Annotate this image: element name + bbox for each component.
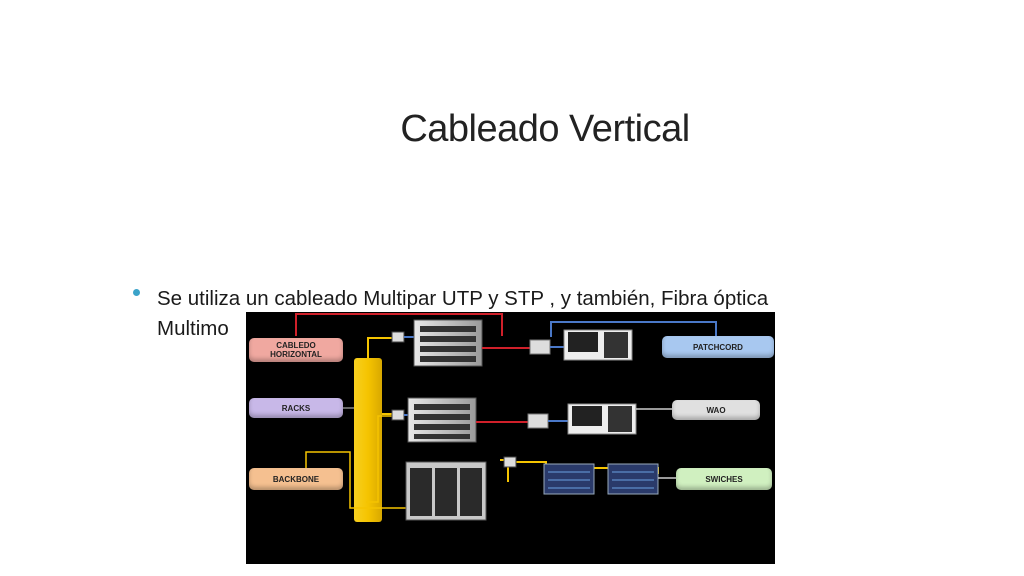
switch-1 [543,463,595,495]
red-cable-top [295,313,503,336]
slide-title: Cableado Vertical [400,108,690,150]
bullet-line-1: Se utiliza un cableado Multipar UTP y ST… [157,287,769,310]
cabling-diagram-drawing [295,313,717,522]
switch-2 [607,463,659,495]
bullet-text: Se utiliza un cableado Multipar UTP y ST… [157,284,897,344]
wall-outlet-1 [529,339,551,355]
label-backbone: BACKBONE [249,468,343,490]
patch-panel-2 [391,409,405,421]
label-cableado-line2: HORIZONTAL [270,350,322,359]
yellow-cable-3 [366,415,392,503]
yellow-cable-4 [305,451,406,509]
bullet-dot-icon [133,289,140,296]
wall-outlet-2 [527,413,549,429]
label-cableado-line1: CABLEDO [276,341,316,350]
label-patchcord: PATCHCORD [662,336,774,358]
label-wao: WAO [672,400,760,420]
backbone-bar [354,358,382,522]
bullet-line-2: Multimo [157,317,229,340]
label-racks: RACKS [249,398,343,418]
label-swiches: SWICHES [676,468,772,490]
yellow-cable-1 [367,337,392,358]
blue-cable-top [550,321,717,340]
patch-panel-3 [503,456,517,468]
patch-panel-1 [391,331,405,343]
